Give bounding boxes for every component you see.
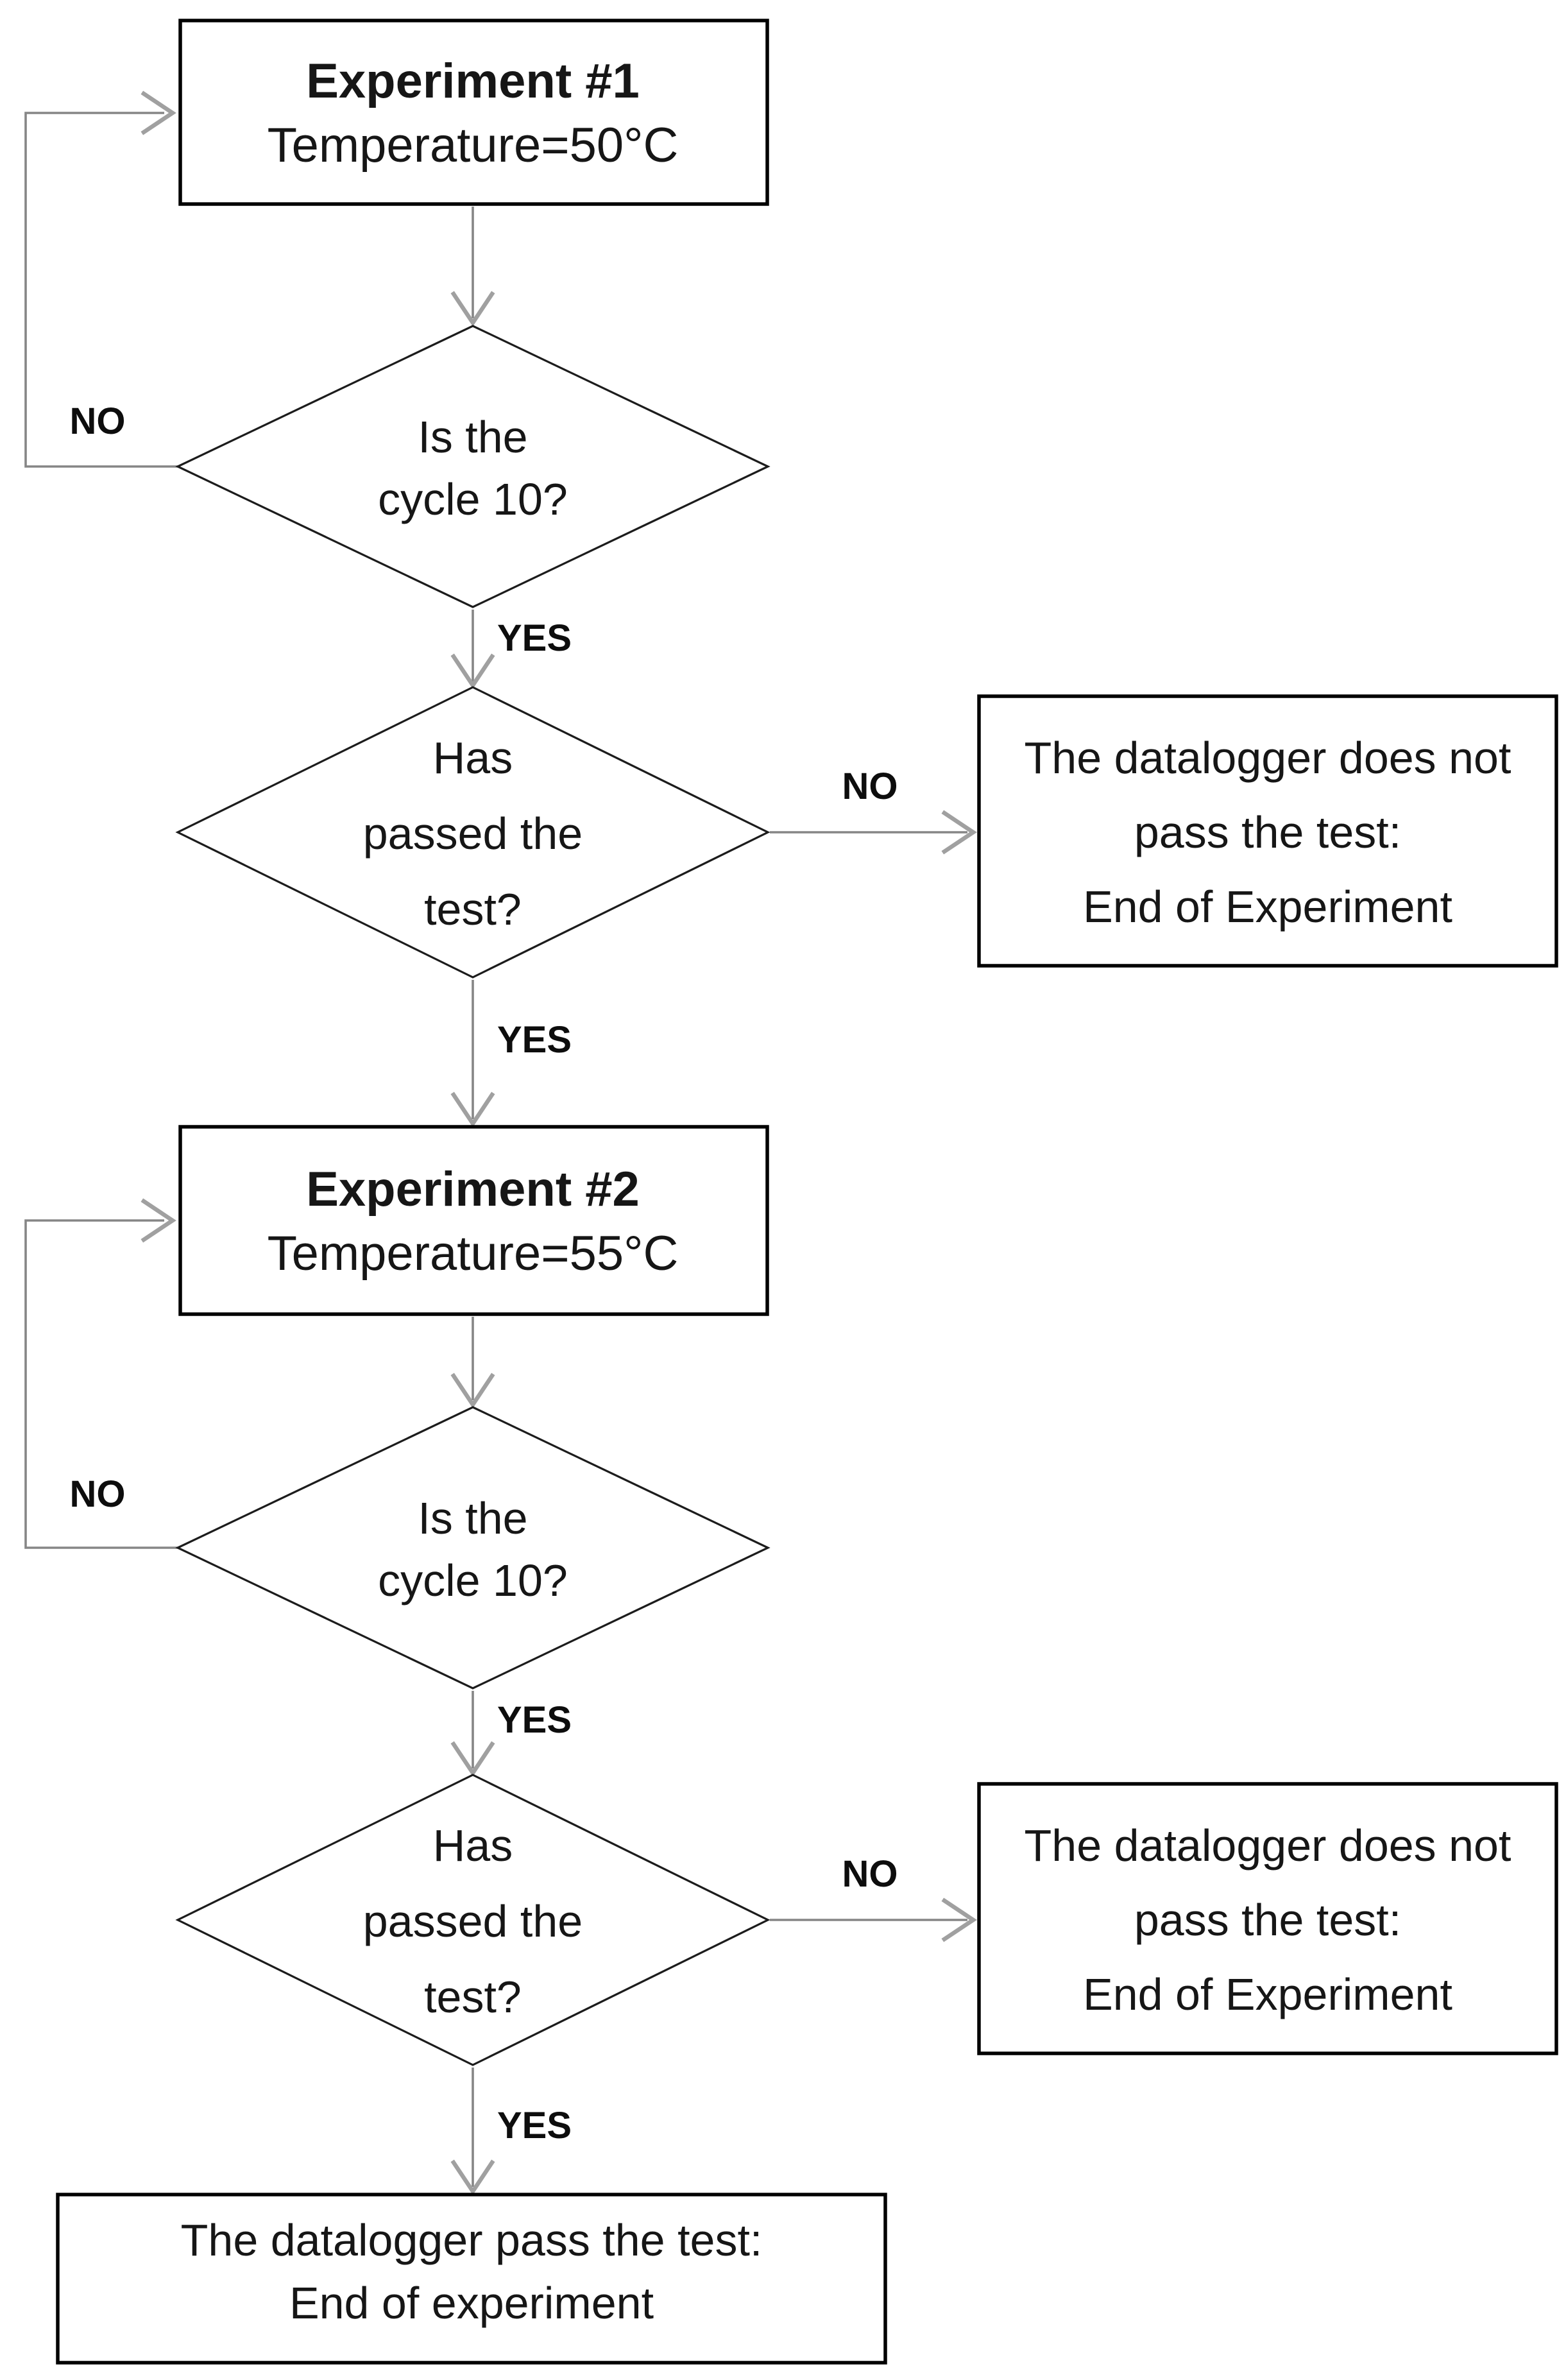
node-experiment-1: Experiment #1 Temperature=50°C [178,19,769,206]
node-test-check-2: Has passed the test? [175,1774,770,2066]
arrowhead-right-icon [140,1198,176,1243]
decision-text-line: Is the [418,412,527,462]
arrowhead-right-icon [941,1897,977,1942]
outcome-text-line: The datalogger does not [1025,733,1511,783]
decision-diamond [175,1774,770,2066]
decision-text-line: passed the [363,1896,583,1946]
edge-label-no: NO [842,1853,898,1895]
arrowhead-down-icon [450,653,495,689]
decision-text-line: test? [424,1972,522,2022]
outcome-text-line: pass the test: [1134,807,1401,857]
arrowhead-down-icon [450,1373,495,1408]
arrowhead-down-icon [450,1092,495,1127]
loop-no3-line [24,1219,178,1549]
node-subtitle: Temperature=50°C [268,118,679,173]
edge-label-yes: YES [497,2105,572,2146]
node-fail-1: The datalogger does not pass the test: E… [977,694,1558,968]
edge-label-no: NO [70,1473,126,1515]
edge-label-yes: YES [497,1699,572,1741]
connectors [24,90,977,2195]
decision-text-line: cycle 10? [378,474,568,524]
outcome-text-line: The datalogger pass the test: [181,2215,763,2265]
arrowhead-right-icon [941,810,977,855]
node-cycle-check-1: Is the cycle 10? [175,325,770,608]
node-title: Experiment #2 [306,1162,640,1217]
decision-text-line: Is the [418,1493,527,1543]
loop-no1-line [24,112,178,468]
decision-text-line: cycle 10? [378,1555,568,1605]
edge-label-no: NO [842,766,898,807]
decision-text-line: passed the [363,809,583,859]
edge-label-yes: YES [497,1019,572,1061]
decision-diamond [175,686,770,979]
decision-text-line: Has [433,1820,513,1871]
node-cycle-check-2: Is the cycle 10? [175,1406,770,1690]
node-fail-2: The datalogger does not pass the test: E… [977,1782,1558,2055]
node-pass-final: The datalogger pass the test: End of exp… [56,2193,887,2365]
outcome-text-line: End of Experiment [1083,1969,1452,2019]
edge-label-yes: YES [497,617,572,659]
arrowhead-down-icon [450,291,495,327]
edge-labels: NO YES NO YES NO YES NO YES [70,400,898,2146]
outcome-text-line: End of Experiment [1083,882,1452,932]
outcome-box [977,1782,1558,2055]
node-title: Experiment #1 [306,54,640,108]
edge-label-no: NO [70,400,126,442]
decision-text-line: test? [424,884,522,934]
arrowhead-down-icon [450,1741,495,1777]
node-subtitle: Temperature=55°C [268,1226,679,1281]
node-experiment-2: Experiment #2 Temperature=55°C [178,1125,769,1316]
outcome-box [56,2193,887,2365]
outcome-box [977,694,1558,968]
decision-text-line: Has [433,733,513,783]
process-box [178,1125,769,1316]
arrowhead-down-icon [450,2159,495,2195]
decision-diamond [175,1406,770,1690]
arrowhead-right-icon [140,90,176,135]
decision-diamond [175,325,770,608]
process-box [178,19,769,206]
outcome-text-line: End of experiment [289,2278,654,2328]
outcome-text-line: pass the test: [1134,1895,1401,1945]
node-test-check-1: Has passed the test? [175,686,770,979]
outcome-text-line: The datalogger does not [1025,1820,1511,1871]
